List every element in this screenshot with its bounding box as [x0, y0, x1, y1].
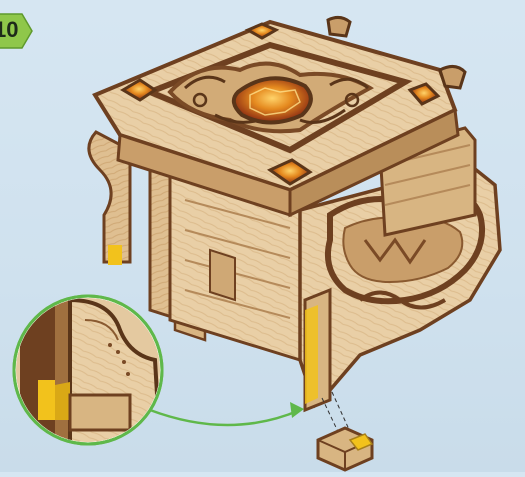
loose-part	[318, 428, 372, 470]
step-badge: 10	[0, 12, 28, 48]
detail-zoom-callout	[10, 295, 170, 445]
callout-arrow-icon	[150, 410, 300, 425]
step-number: 10	[0, 17, 18, 43]
